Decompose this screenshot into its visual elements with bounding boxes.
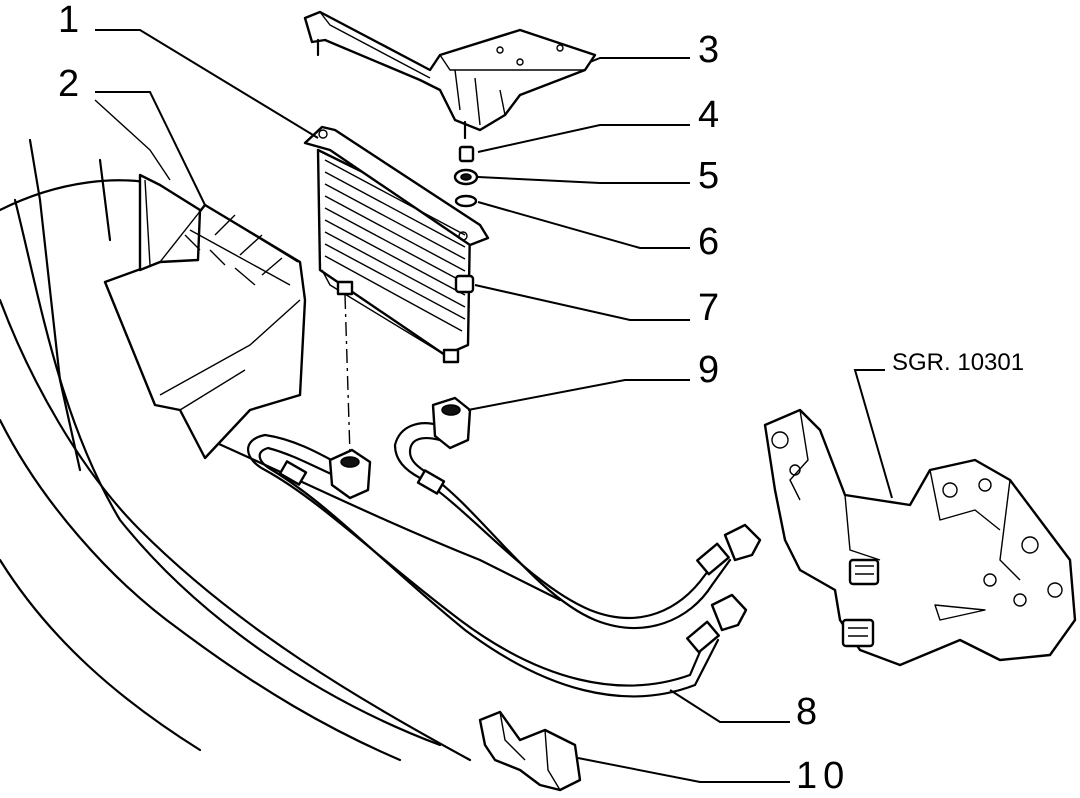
fasteners <box>453 145 479 294</box>
callout-2: 2 <box>58 63 79 105</box>
callout-4: 4 <box>698 94 719 136</box>
callout-5: 5 <box>698 155 719 197</box>
callout-6: 6 <box>698 221 719 263</box>
air-duct <box>103 173 307 460</box>
alignment-line <box>344 294 351 456</box>
oil-hoses <box>247 396 762 698</box>
callout-8: 8 <box>796 691 817 733</box>
callout-10: 10 <box>796 755 850 797</box>
callout-1: 1 <box>58 0 79 41</box>
oil-cooler <box>303 125 490 364</box>
mounting-bracket <box>303 10 597 140</box>
callout-3: 3 <box>698 29 719 71</box>
leader-lines <box>95 29 893 783</box>
callout-7: 7 <box>698 287 719 329</box>
pump-housing <box>763 408 1077 667</box>
hose-clip <box>478 710 582 792</box>
reference-label: SGR. 10301 <box>892 349 1024 376</box>
callout-9: 9 <box>698 349 719 391</box>
vehicle-body-outline <box>0 99 562 762</box>
